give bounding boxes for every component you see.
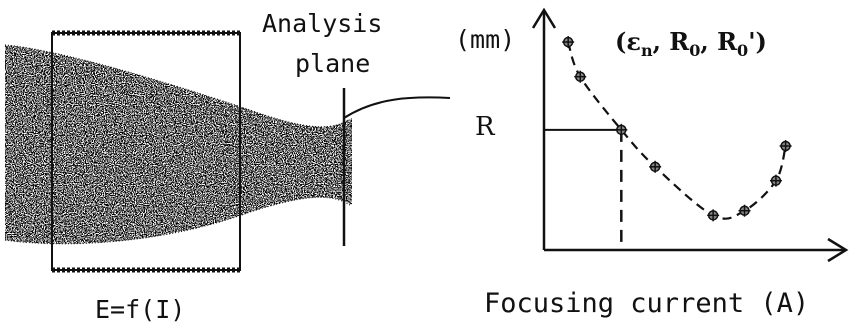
x-axis-arrow-icon — [827, 237, 849, 263]
chart: (mm) (εn, R0, R0') R Focusing current (A… — [455, 7, 849, 319]
svg-text:(εn, R0, R0'): (εn, R0, R0') — [615, 27, 767, 60]
focusing-lens-box — [51, 32, 241, 271]
data-point — [615, 123, 628, 136]
data-point — [562, 36, 575, 49]
data-point — [707, 209, 720, 222]
y-axis-unit: (mm) — [455, 25, 515, 54]
analysis-plane-leader — [343, 96, 451, 119]
x-axis-label: Focusing current (A) — [484, 288, 809, 319]
y-axis-arrow-icon — [531, 7, 557, 29]
beam-outline-bottom — [4, 196, 351, 245]
energy-function-label: E=f(I) — [95, 295, 185, 324]
beam-diagram: Analysis plane E=f(I) — [4, 9, 451, 324]
data-point — [779, 140, 792, 153]
analysis-plane-label-line2: plane — [295, 49, 370, 78]
data-point — [769, 174, 782, 187]
data-point — [738, 204, 751, 217]
analysis-plane-label-line1: Analysis — [262, 9, 382, 38]
data-point — [574, 70, 587, 83]
plot-area — [544, 36, 792, 250]
data-point — [649, 160, 662, 173]
r-label: R — [475, 112, 496, 142]
emittance-params: (εn, R0, R0') — [615, 27, 767, 60]
